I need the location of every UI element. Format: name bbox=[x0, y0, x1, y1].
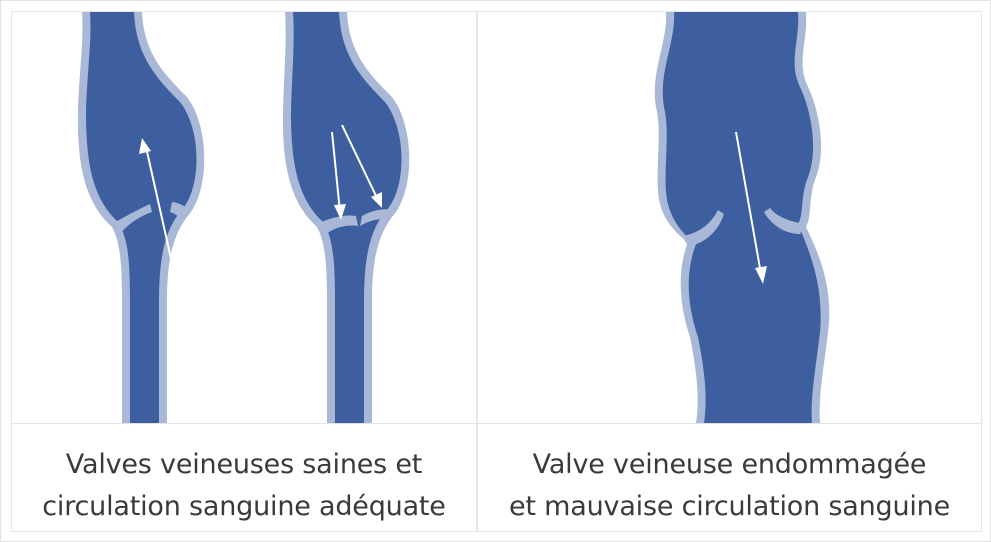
caption-line-2: circulation sanguine adéquate bbox=[12, 486, 476, 528]
healthy-vein-open-valve bbox=[78, 12, 204, 423]
caption-line-2: et mauvaise circulation sanguine bbox=[478, 486, 981, 528]
healthy-veins-caption: Valves veineuses saines et circulation s… bbox=[12, 444, 476, 528]
healthy-vein-closed-valve bbox=[283, 12, 409, 423]
caption-line-1: Valve veineuse endommagée bbox=[478, 444, 981, 486]
damaged-vein-panel: Valve veineuse endommagée et mauvaise ci… bbox=[477, 11, 982, 532]
damaged-vein-illustration bbox=[478, 12, 983, 423]
caption-line-1: Valves veineuses saines et bbox=[12, 444, 476, 486]
healthy-veins-illustration bbox=[12, 12, 478, 423]
damaged-vein-caption: Valve veineuse endommagée et mauvaise ci… bbox=[478, 444, 981, 528]
damaged-vein bbox=[655, 12, 830, 423]
panel-divider bbox=[478, 423, 981, 424]
panel-divider bbox=[12, 423, 476, 424]
healthy-veins-panel: Valves veineuses saines et circulation s… bbox=[11, 11, 477, 532]
